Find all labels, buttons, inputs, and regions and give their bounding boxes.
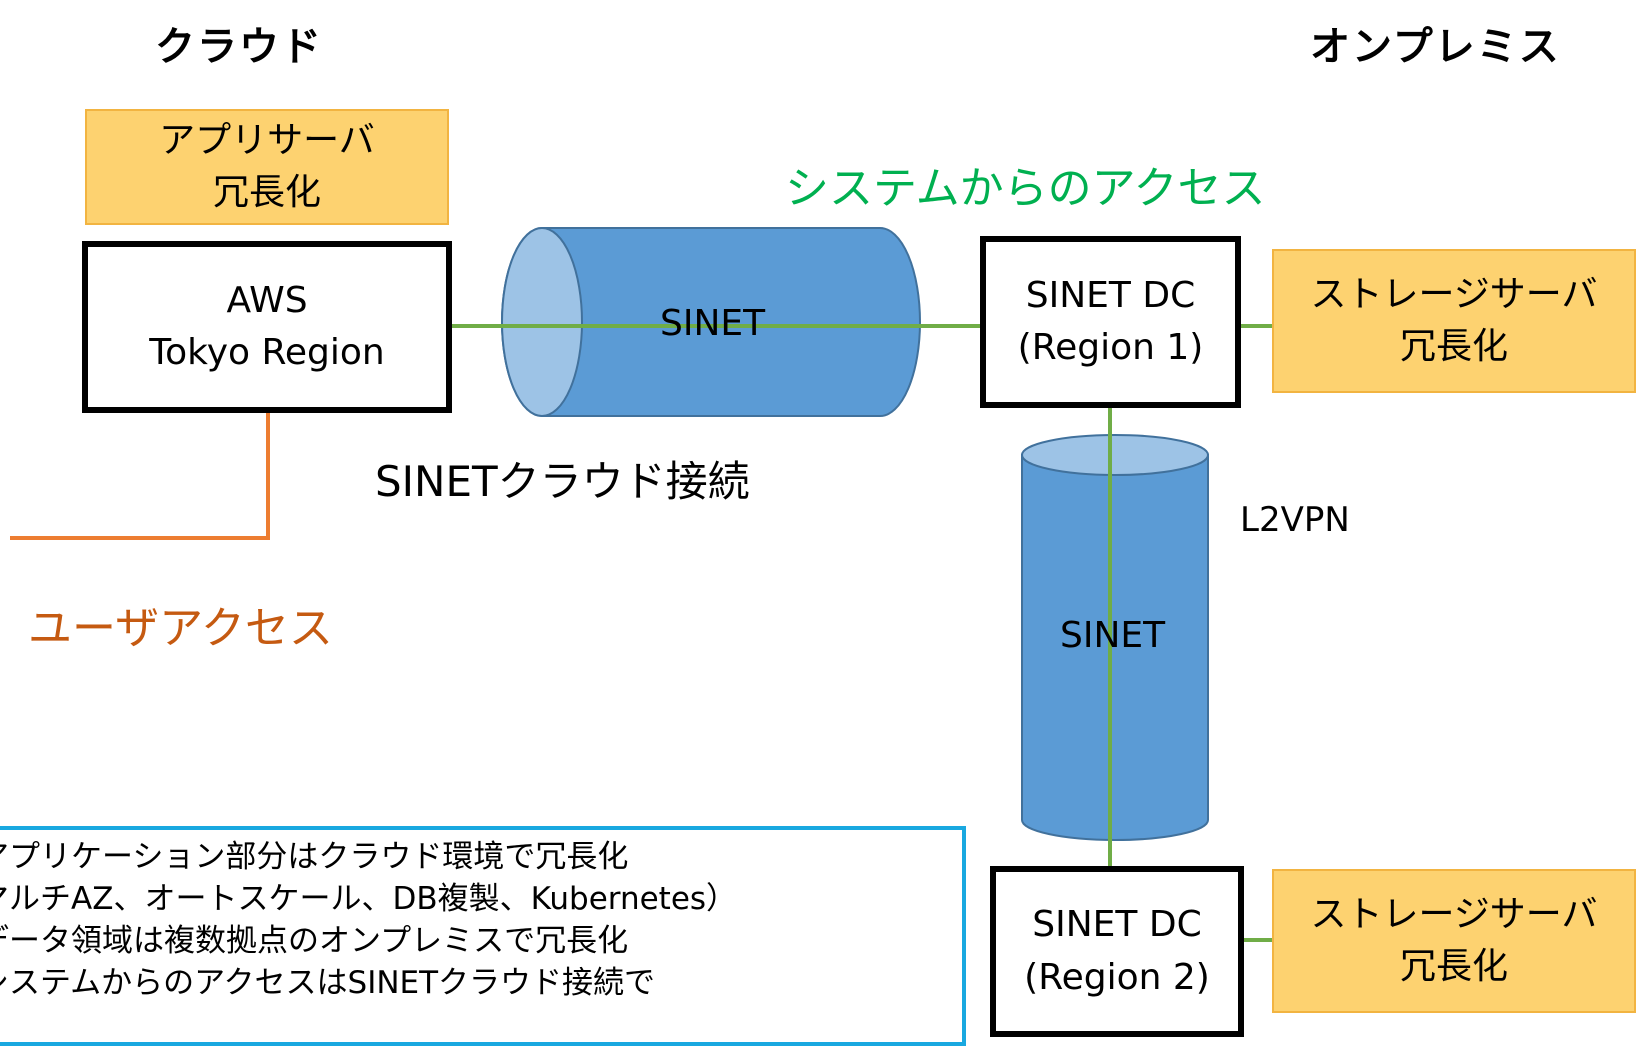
user-access-label: ユーザアクセス (28, 603, 333, 654)
storage-server-box-1: ストレージサーバ 冗長化 (1272, 249, 1636, 393)
dc1-label-line1: SINET DC (1025, 274, 1196, 316)
storage2-label-line1: ストレージサーバ (1310, 893, 1598, 935)
sinet-dc-region1-box: SINET DC (Region 1) (980, 236, 1241, 408)
app-server-label-line1: アプリサーバ (159, 119, 375, 161)
user-access-link (10, 410, 270, 540)
storage1-label-line1: ストレージサーバ (1310, 273, 1598, 315)
notes-box: アプリケーション部分はクラウド環境で冗長化 マルチAZ、オートスケール、DB複製… (0, 826, 966, 1046)
note-line-3: データ領域は複数拠点のオンプレミスで冗長化 (0, 923, 629, 959)
onprem-heading: オンプレミス (1310, 24, 1561, 70)
sinet-tube-horizontal-label: SINET (660, 303, 766, 344)
note-line-1: アプリケーション部分はクラウド環境で冗長化 (0, 839, 629, 875)
system-access-label: システムからのアクセス (785, 163, 1266, 214)
sinet-cloud-connect-label: SINETクラウド接続 (375, 457, 750, 506)
aws-label-line1: AWS (226, 279, 308, 321)
storage2-label-line2: 冗長化 (1399, 946, 1508, 987)
app-server-box: アプリサーバ 冗長化 (85, 109, 449, 225)
sinet-tube-vertical (1021, 434, 1209, 841)
sinet-tube-vertical-label: SINET (1060, 615, 1166, 656)
sinet-tube-horizontal (501, 227, 921, 417)
l2vpn-label: L2VPN (1240, 500, 1350, 540)
sinet-dc-region2-box: SINET DC (Region 2) (990, 866, 1244, 1037)
app-server-label-line2: 冗長化 (212, 172, 321, 213)
cloud-heading: クラウド (155, 24, 323, 70)
storage-server-box-2: ストレージサーバ 冗長化 (1272, 869, 1636, 1013)
dc1-label-line2: (Region 1) (1017, 327, 1204, 368)
aws-label-line2: Tokyo Region (149, 332, 385, 373)
note-line-4: システムからのアクセスはSINETクラウド接続で (0, 965, 656, 1001)
storage1-label-line2: 冗長化 (1399, 326, 1508, 367)
aws-region-box: AWS Tokyo Region (82, 241, 452, 413)
note-line-2: マルチAZ、オートスケール、DB複製、Kubernetes） (0, 881, 738, 917)
dc2-label-line2: (Region 2) (1024, 956, 1210, 998)
dc2-label-line1: SINET DC (1032, 904, 1202, 946)
